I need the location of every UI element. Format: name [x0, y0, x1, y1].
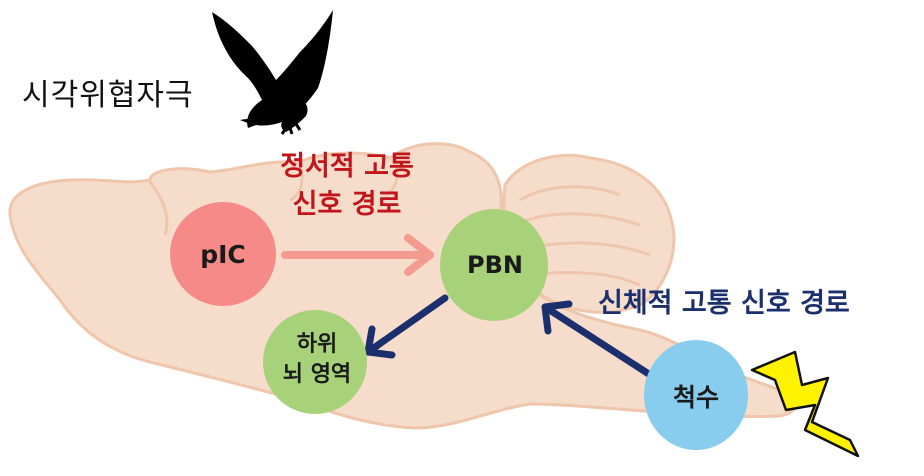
spinal-cord-node: [644, 340, 748, 450]
pbn-node-label: PBN: [467, 251, 523, 279]
lower-brain-node-label: 하위 뇌 영역: [262, 330, 372, 390]
spinal-cord-node-label: 척수: [672, 383, 719, 412]
hawk-silhouette-icon: [212, 10, 333, 135]
visual-threat-label: 시각위협자극: [22, 78, 194, 113]
lightning-bolt-icon: [750, 350, 860, 458]
somatic-pathway-label: 신체적 고통 신호 경로: [598, 288, 850, 319]
emotional-pathway-label-line2: 신호 경로: [292, 189, 402, 220]
lower-brain-node: [263, 310, 367, 414]
somatic-pathway-arrow: [541, 300, 659, 382]
brain-sulci: [148, 159, 399, 236]
lower-brain-label-line2: 뇌 영역: [282, 362, 352, 387]
emotional-pathway-arrow: [281, 234, 434, 276]
pic-node: [170, 202, 276, 306]
lower-brain-label-line1: 하위: [296, 332, 338, 357]
pic-node-label: pIC: [200, 240, 246, 269]
emotional-pathway-label: 정서적 고통 신호 경로: [262, 148, 432, 224]
pbn-node: [440, 209, 548, 321]
pbn-to-lower-arrow: [364, 294, 449, 359]
cerebellum-folds: [514, 185, 651, 287]
emotional-pathway-label-line1: 정서적 고통: [280, 151, 414, 182]
